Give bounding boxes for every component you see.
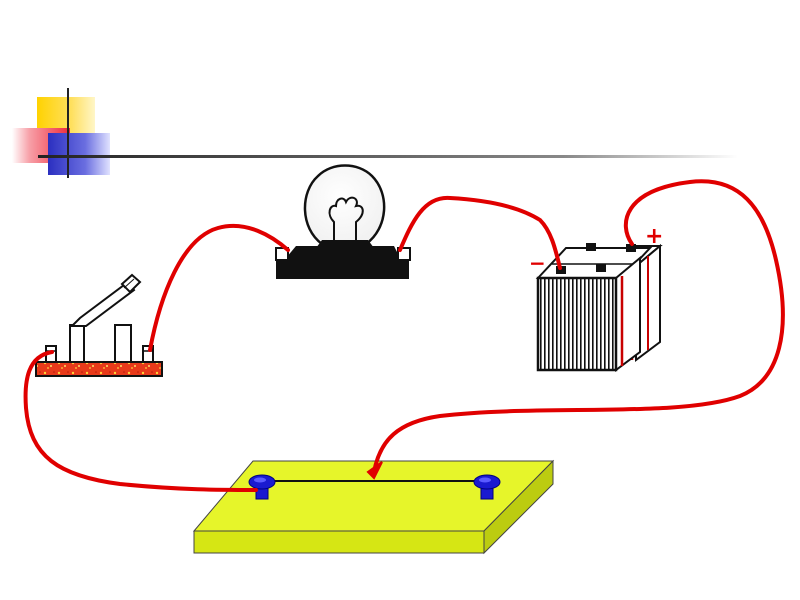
decor-horizontal-line	[38, 155, 738, 158]
connecting-wires	[23, 179, 785, 492]
wire-arrowhead	[366, 461, 383, 480]
bulb-icon	[275, 164, 411, 279]
board-left-terminal	[248, 474, 276, 500]
battery-negative-symbol: −	[529, 251, 546, 275]
wire-battery-to-board	[372, 179, 785, 474]
wire-switch-to-bulb	[148, 223, 290, 352]
battery-icon: − +	[529, 224, 663, 372]
wire-bulb-to-battery	[398, 195, 562, 270]
battery-positive-symbol: +	[645, 224, 663, 249]
knife-switch-icon	[35, 273, 163, 377]
header-decoration	[12, 88, 738, 178]
wire-board-to-switch	[23, 350, 258, 492]
board-right-terminal	[473, 474, 501, 500]
decor-blue-square	[48, 133, 110, 175]
resistance-board-icon	[192, 459, 555, 555]
